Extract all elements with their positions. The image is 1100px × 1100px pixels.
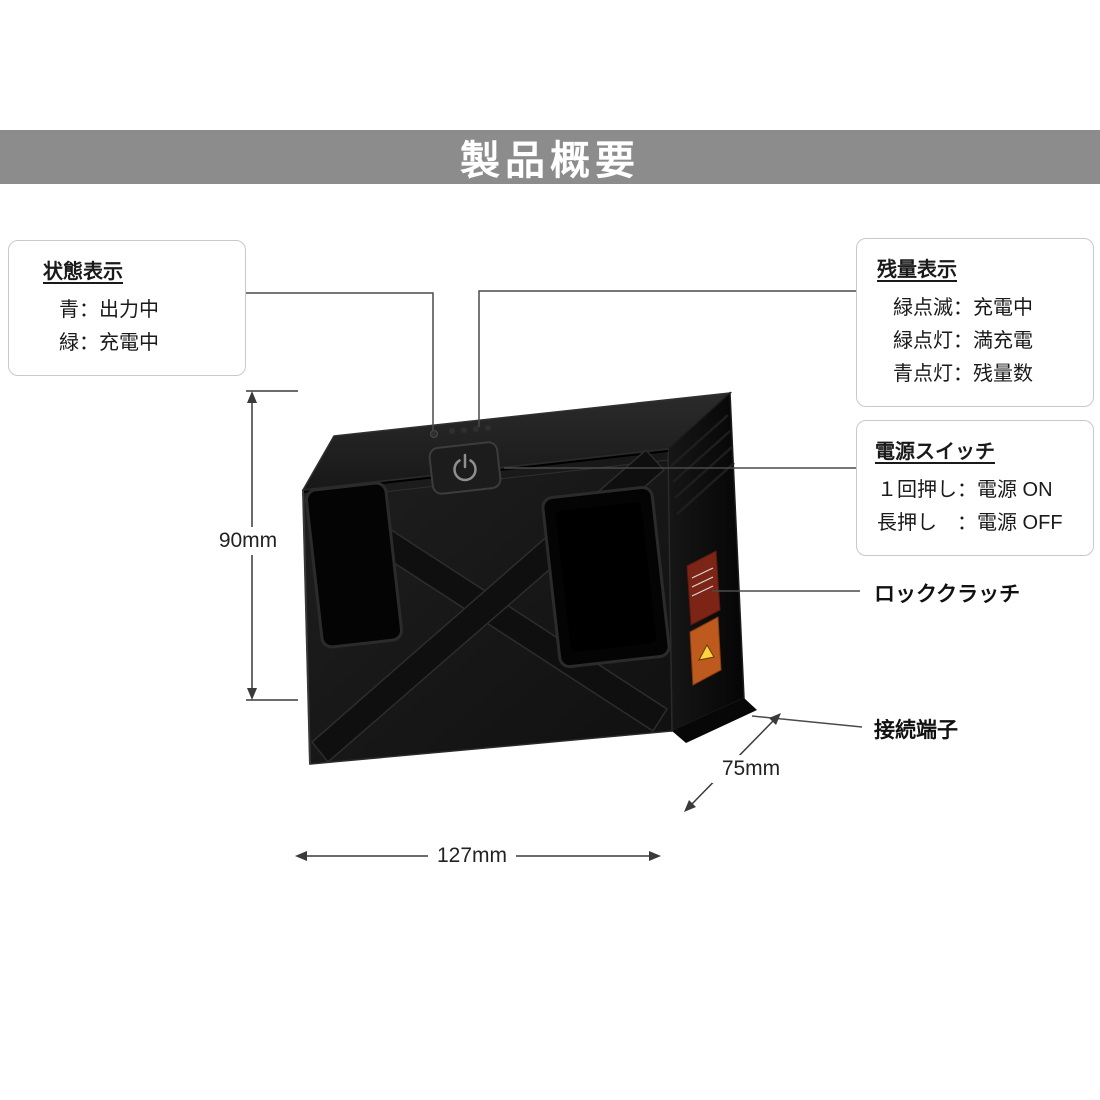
- callout-level-line: 緑点滅：充電中: [893, 297, 1033, 319]
- callout-level-line: 青点灯：残量数: [893, 363, 1033, 385]
- callout-level-line: 緑点灯：満充電: [893, 330, 1033, 352]
- led-indicators: [430, 425, 491, 438]
- dimension-height-label: 90mm: [208, 527, 288, 555]
- dimension-depth-label: 75mm: [712, 755, 790, 783]
- power-icon: [453, 453, 477, 482]
- warning-triangle-icon: [698, 643, 715, 661]
- callout-battery-level: 残量表示 緑点滅：充電中 緑点灯：満充電 青点灯：残量数: [856, 238, 1094, 407]
- callout-power-line: 長押し ：電源 OFF: [877, 512, 1063, 534]
- front-left-edge: [302, 489, 311, 765]
- side-ribs: [670, 414, 735, 515]
- battery-image: [301, 391, 757, 765]
- callout-status-line: 青：出力中: [59, 299, 159, 321]
- callout-power-line: １回押し：電源 ON: [877, 479, 1053, 501]
- connector-line-status: [243, 292, 434, 430]
- callout-status-title: 状態表示: [43, 261, 123, 283]
- label-connection-terminal: 接続端子: [874, 719, 958, 742]
- power-button: [428, 441, 502, 495]
- battery-bottom-edge: [672, 698, 757, 743]
- callout-power-switch: 電源スイッチ １回押し：電源 ON 長押し ：電源 OFF: [856, 420, 1094, 556]
- handle-slot-right-cavity: [555, 502, 657, 652]
- callout-status-line: 緑：充電中: [59, 332, 159, 354]
- dimension-width-label: 127mm: [428, 842, 516, 870]
- connector-line-level: [478, 290, 856, 427]
- callout-status-display: 状態表示 青：出力中 緑：充電中: [8, 240, 246, 376]
- warning-sticker-top: [686, 550, 721, 626]
- page-header: 製品概要: [0, 130, 1100, 184]
- page-title: 製品概要: [460, 139, 640, 183]
- handle-slot-left: [304, 481, 404, 649]
- label-lock-clutch: ロッククラッチ: [874, 583, 1021, 606]
- callout-power-title: 電源スイッチ: [875, 441, 995, 463]
- callout-level-title: 残量表示: [877, 259, 957, 281]
- warning-sticker-bottom: [689, 616, 722, 686]
